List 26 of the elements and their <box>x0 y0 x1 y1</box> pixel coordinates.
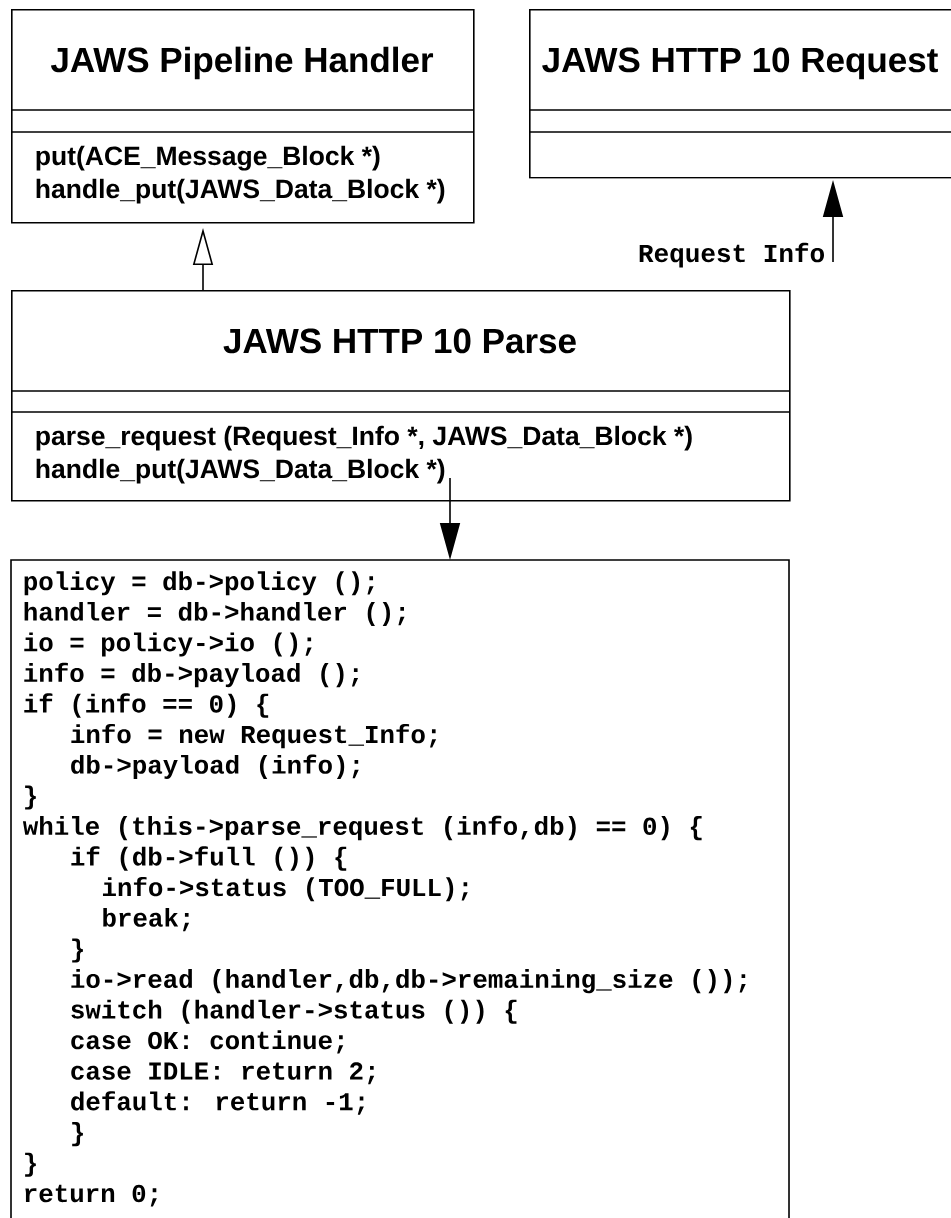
code-line: default: return -1; <box>71 1091 364 1115</box>
code-line: } <box>25 785 36 810</box>
code-line: break; <box>103 907 190 932</box>
code-line: io = policy->io (); <box>24 632 312 657</box>
code-line: info = new Request_Info; <box>71 723 437 749</box>
class-box: JAWS Pipeline Handler put(ACE_Message_Block *) handle_put(JAWS_Data_Block *) <box>10 9 475 224</box>
code-line: switch (handler->status ()) { <box>71 999 517 1024</box>
code-line: } <box>25 1152 36 1177</box>
code-line: case OK: continue; <box>71 1030 344 1054</box>
class-box: JAWS HTTP 10 Request <box>528 9 951 179</box>
code-line: if (info == 0) { <box>24 693 269 718</box>
class-box: JAWS HTTP 10 Parse parse_request (Request_Info *, JAWS_Data_Block *) handle_put(JAWS_Data_Block *) <box>10 290 791 502</box>
code-line: return 0; <box>25 1184 157 1207</box>
code-line: policy = db->policy (); <box>24 571 374 596</box>
code-line: while (this->parse_request (info,db) == 0) { <box>22 815 702 841</box>
code-line: case IDLE: return 2; <box>71 1062 375 1085</box>
code-line: handler = db->handler (); <box>24 601 405 626</box>
code-line: info = db->payload (); <box>24 662 359 688</box>
code-line: db->payload (info); <box>71 754 359 779</box>
code-box <box>10 559 790 1218</box>
code-line: if (db->full ()) { <box>71 846 347 871</box>
code-line: } <box>72 938 83 963</box>
arrow-label: Request Info <box>639 242 824 268</box>
code-line: io->read (handler,db,db->remaining_size ()); <box>71 969 746 994</box>
code-line: } <box>72 1122 83 1147</box>
code-line: info->status (TOO_FULL); <box>102 876 468 902</box>
